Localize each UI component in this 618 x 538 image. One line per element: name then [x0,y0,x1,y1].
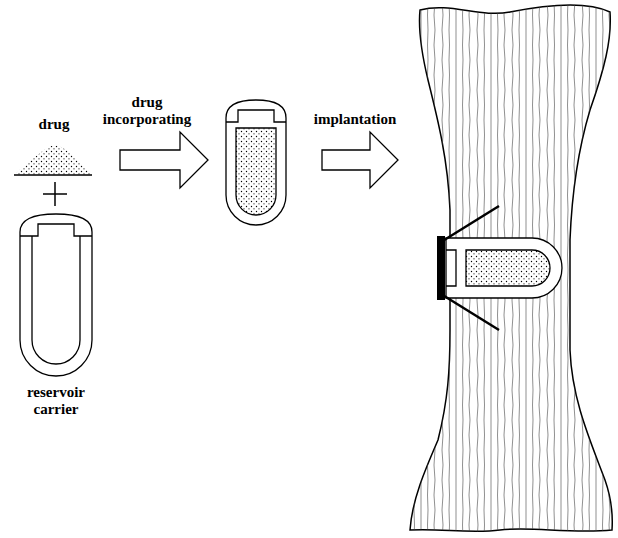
pile-base [14,174,92,176]
drug-label: drug [19,116,89,133]
texture-stroke [567,0,569,538]
texture-stroke [596,0,597,538]
texture-stroke [421,0,422,538]
fixation-plug [437,206,499,330]
texture-stroke [414,0,416,538]
implanted-carrier [446,238,562,298]
step-label: drug incorporating [97,94,197,128]
plus-sign [43,193,67,195]
reservoir-carrier [20,214,92,376]
texture-stroke [434,0,435,538]
hollow-arrow [120,132,208,188]
texture-stroke [582,0,583,538]
bone [410,5,612,532]
texture-stroke [574,0,575,538]
drug-pile [14,146,92,176]
carrier-label: reservoir carrier [8,384,104,418]
bone-texture [414,0,610,538]
texture-stroke [609,0,610,538]
texture-stroke [589,0,591,538]
filled-carrier [226,100,286,225]
texture-stroke [427,0,429,538]
hollow-arrow [322,132,398,188]
step-label: implantation [300,111,410,128]
texture-stroke [602,0,604,538]
